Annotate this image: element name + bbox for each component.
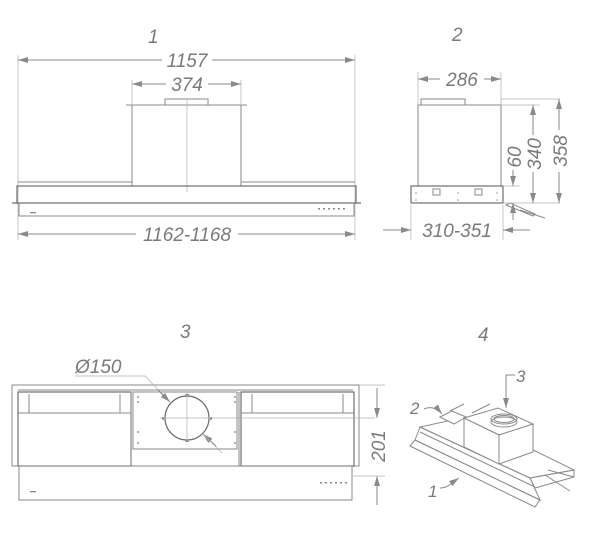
dim-body-height: 340 [525, 105, 546, 203]
svg-text:3: 3 [516, 367, 526, 386]
dim-front-height: 60 [505, 146, 526, 220]
dim-overall-width: 1157 [18, 51, 355, 72]
svg-text:358: 358 [551, 135, 572, 167]
view-4-label: 4 [478, 325, 489, 346]
dim-chimney-width: 374 [132, 75, 241, 96]
svg-text:1157: 1157 [167, 51, 209, 72]
dim-depth: 286 [418, 70, 501, 91]
callout-1: 1 [428, 477, 460, 501]
svg-text:2: 2 [409, 399, 420, 418]
svg-text:1: 1 [428, 482, 437, 501]
svg-text:Ø150: Ø150 [74, 357, 122, 378]
view-3-label: 3 [180, 322, 191, 343]
view-2-label: 2 [451, 25, 463, 46]
callout-2: 2 [409, 399, 443, 418]
svg-text:60: 60 [505, 146, 526, 168]
dim-height: 201 [369, 388, 390, 505]
view-3-bottom: 3 [11, 322, 390, 505]
dim-installed-width: 1162-1168 [18, 225, 355, 246]
view-2-side: 2 286 60 [383, 25, 572, 242]
view-1-front: 1 1157 374 [12, 27, 361, 246]
dim-extended-depth: 310-351 [383, 221, 530, 242]
callout-3: 3 [503, 367, 526, 408]
svg-text:201: 201 [369, 430, 390, 463]
view-4-isometric: 4 1 2 3 [409, 325, 576, 508]
svg-text:310-351: 310-351 [422, 221, 492, 242]
svg-text:286: 286 [445, 70, 478, 91]
dim-total-height: 358 [551, 99, 572, 203]
svg-text:374: 374 [171, 75, 203, 96]
view-1-label: 1 [148, 27, 159, 48]
svg-text:340: 340 [525, 138, 546, 170]
svg-text:1162-1168: 1162-1168 [143, 225, 231, 246]
dim-outlet-diameter: Ø150 [74, 357, 223, 454]
